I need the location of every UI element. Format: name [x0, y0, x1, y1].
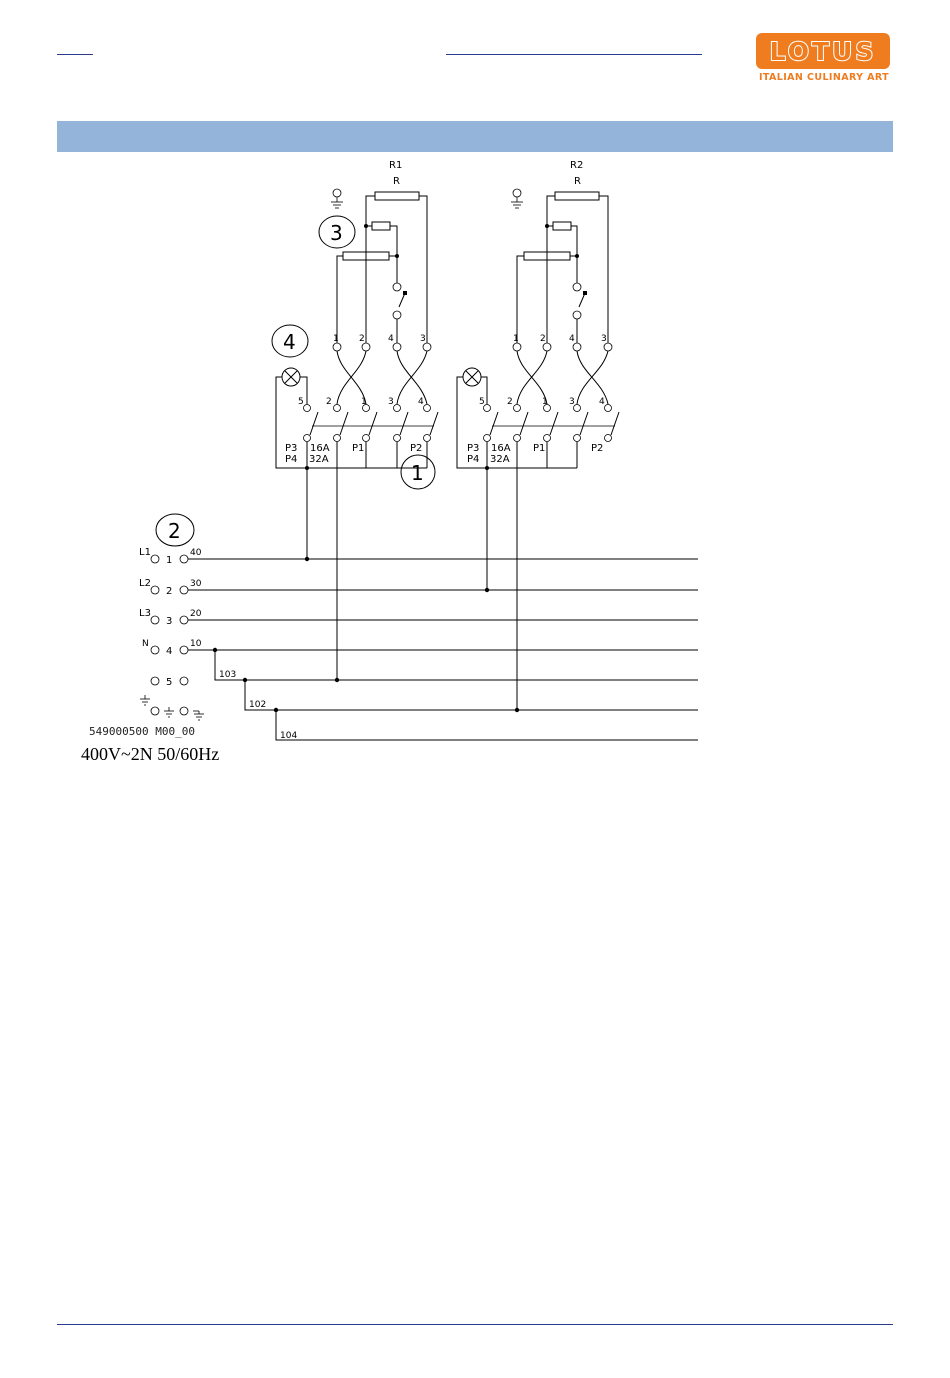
terminal-icon: [604, 343, 612, 351]
unit-r1: R1 R 3: [272, 160, 438, 680]
svg-text:4: 4: [569, 334, 575, 344]
svg-text:4: 4: [166, 646, 172, 657]
ground-icon: [140, 695, 150, 705]
terminal-icon: [513, 343, 521, 351]
svg-text:10: 10: [190, 639, 202, 649]
svg-text:32A: 32A: [490, 454, 510, 465]
svg-text:40: 40: [190, 548, 202, 558]
header-rule-mid: [446, 54, 702, 55]
r1-label: R1: [389, 160, 402, 171]
terminal-icon: [573, 343, 581, 351]
svg-text:L1: L1: [139, 547, 151, 558]
svg-text:3: 3: [601, 334, 607, 344]
svg-text:P1: P1: [352, 443, 364, 454]
drawing-code: 549000500 M00_00: [89, 725, 195, 738]
ground-icon: [511, 189, 523, 208]
r2-resistor: [555, 192, 599, 200]
svg-text:P3: P3: [467, 443, 479, 454]
svg-text:P2: P2: [410, 443, 422, 454]
svg-text:20: 20: [190, 609, 202, 619]
ground-icon: [331, 189, 343, 208]
svg-text:P2: P2: [591, 443, 603, 454]
svg-text:16A: 16A: [491, 443, 511, 454]
logo-tagline: ITALIAN CULINARY ART: [754, 72, 894, 83]
r2-type-label: R: [574, 176, 581, 187]
callout-2: 2: [156, 514, 194, 546]
svg-text:2: 2: [168, 519, 181, 543]
unit-r2: R2 R 1 2 4 3: [457, 160, 619, 710]
terminal-icon: [423, 343, 431, 351]
section-header-bar: [57, 121, 893, 152]
lotus-logo: LOTUS ITALIAN CULINARY ART: [754, 33, 894, 85]
svg-text:1: 1: [333, 334, 339, 344]
callout-3: 3: [319, 216, 355, 248]
r1-small-resistor: [372, 222, 390, 230]
svg-text:4: 4: [388, 334, 394, 344]
r2-small-resistor: [553, 222, 571, 230]
lamp-icon: [463, 368, 481, 386]
logo-badge: LOTUS: [756, 33, 890, 69]
svg-text:5: 5: [298, 397, 304, 407]
svg-text:5: 5: [479, 397, 485, 407]
footer-rule: [57, 1324, 893, 1325]
svg-text:4: 4: [599, 397, 605, 407]
r1-type-label: R: [393, 176, 400, 187]
svg-text:103: 103: [219, 670, 236, 680]
callout-1: 1: [401, 455, 435, 489]
ground-icon: [193, 711, 204, 720]
terminal-icon: [543, 343, 551, 351]
svg-text:16A: 16A: [310, 443, 330, 454]
svg-text:2: 2: [326, 397, 332, 407]
svg-text:4: 4: [283, 330, 296, 354]
svg-text:30: 30: [190, 579, 202, 589]
svg-text:L3: L3: [139, 608, 151, 619]
supply-voltage-label: 400V~2N 50/60Hz: [81, 744, 219, 765]
svg-text:P3: P3: [285, 443, 297, 454]
svg-text:104: 104: [280, 731, 297, 741]
svg-text:1: 1: [513, 334, 519, 344]
svg-text:5: 5: [166, 677, 172, 688]
svg-text:1: 1: [166, 555, 172, 566]
lamp-icon: [282, 368, 300, 386]
switch-icon: [573, 283, 587, 345]
callout-4: 4: [272, 325, 308, 357]
svg-text:L2: L2: [139, 578, 151, 589]
svg-text:102: 102: [249, 700, 266, 710]
r1-resistor: [375, 192, 419, 200]
svg-text:4: 4: [418, 397, 424, 407]
svg-text:3: 3: [166, 616, 172, 627]
svg-text:2: 2: [359, 334, 365, 344]
terminal-icon: [393, 343, 401, 351]
svg-text:N: N: [142, 639, 149, 649]
terminal-icon: [333, 343, 341, 351]
terminal-icon: [362, 343, 370, 351]
svg-text:32A: 32A: [309, 454, 329, 465]
svg-text:2: 2: [166, 586, 172, 597]
svg-text:3: 3: [420, 334, 426, 344]
svg-text:P4: P4: [285, 454, 297, 465]
svg-text:3: 3: [330, 221, 343, 245]
svg-text:1: 1: [411, 461, 424, 485]
svg-text:P4: P4: [467, 454, 479, 465]
svg-text:3: 3: [569, 397, 575, 407]
wiring-diagram: R1 R 3: [0, 150, 950, 790]
svg-text:P1: P1: [533, 443, 545, 454]
logo-wordmark: LOTUS: [770, 37, 877, 66]
svg-text:2: 2: [540, 334, 546, 344]
header-rule-left: [57, 54, 93, 55]
svg-text:2: 2: [507, 397, 513, 407]
switch-icon: [393, 283, 407, 345]
svg-text:3: 3: [388, 397, 394, 407]
supply-terminal-block: 2 L1 1 40 L2 2 30 L3 3 20 N 4 10: [139, 514, 698, 741]
ground-icon: [164, 707, 174, 717]
r2-label: R2: [570, 160, 583, 171]
